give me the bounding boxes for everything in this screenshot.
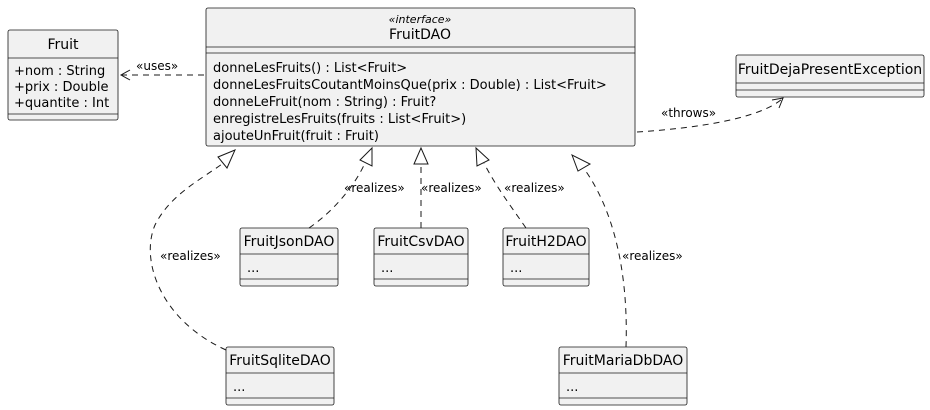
interface-method: donneLesFruits() : List<Fruit>	[213, 61, 407, 76]
class-csv-body: ...	[381, 261, 393, 276]
relation-throws: «throws»	[636, 97, 784, 133]
class-fruit: Fruit +nom : String +prix : Double +quan…	[7, 29, 119, 121]
class-fruit-csv-dao: FruitCsvDAO ...	[373, 227, 469, 287]
relation-throws-label: «throws»	[661, 106, 716, 120]
class-mariadb-name: FruitMariaDbDAO	[563, 353, 683, 369]
class-fruit-h2-dao: FruitH2DAO ...	[502, 227, 590, 287]
class-sqlite-body: ...	[233, 380, 245, 395]
relation-realizes-label: «realizes»	[504, 181, 565, 195]
class-sqlite-name: FruitSqliteDAO	[229, 353, 331, 369]
class-fruit-name: Fruit	[47, 37, 79, 53]
class-h2-name: FruitH2DAO	[505, 234, 586, 250]
relation-realizes-label: «realizes»	[421, 181, 482, 195]
class-mariadb-body: ...	[566, 380, 578, 395]
relation-realizes-label: «realizes»	[160, 249, 221, 263]
class-fruit-field: +nom : String	[14, 64, 105, 79]
class-json-body: ...	[247, 261, 259, 276]
interface-fruitdao-name: FruitDAO	[389, 27, 451, 43]
relation-realizes-csv: «realizes»	[413, 146, 482, 228]
relation-uses-label: «uses»	[136, 59, 178, 73]
relation-realizes-sqlite: «realizes»	[149, 149, 236, 351]
relation-realizes-label: «realizes»	[344, 181, 405, 195]
class-fruit-mariadb-dao: FruitMariaDbDAO ...	[558, 346, 688, 406]
interface-method: ajouteUnFruit(fruit : Fruit)	[213, 129, 379, 144]
class-h2-body: ...	[510, 261, 522, 276]
class-fruit-json-dao: FruitJsonDAO ...	[239, 227, 339, 287]
interface-method: donneLeFruit(nom : String) : Fruit?	[213, 95, 436, 110]
class-exception-name: FruitDejaPresentException	[738, 62, 922, 78]
class-json-name: FruitJsonDAO	[244, 234, 335, 250]
class-fruit-sqlite-dao: FruitSqliteDAO ...	[225, 346, 335, 406]
relation-uses: «uses»	[119, 59, 204, 81]
interface-method: enregistreLesFruits(fruits : List<Fruit>…	[213, 112, 466, 127]
relation-realizes-label: «realizes»	[622, 249, 683, 263]
class-fruit-field: +prix : Double	[14, 80, 109, 95]
relation-realizes-mariadb: «realizes»	[571, 153, 683, 348]
class-fruit-deja-present-exception: FruitDejaPresentException	[735, 54, 925, 98]
interface-stereotype: «interface»	[389, 13, 452, 26]
class-csv-name: FruitCsvDAO	[377, 234, 464, 250]
class-fruit-field: +quantite : Int	[14, 96, 109, 111]
relation-realizes-h2: «realizes»	[475, 146, 565, 229]
relation-realizes-json: «realizes»	[308, 146, 405, 229]
interface-fruitdao: «interface» FruitDAO donneLesFruits() : …	[205, 7, 636, 147]
interface-method: donneLesFruitsCoutantMoinsQue(prix : Dou…	[213, 78, 607, 93]
